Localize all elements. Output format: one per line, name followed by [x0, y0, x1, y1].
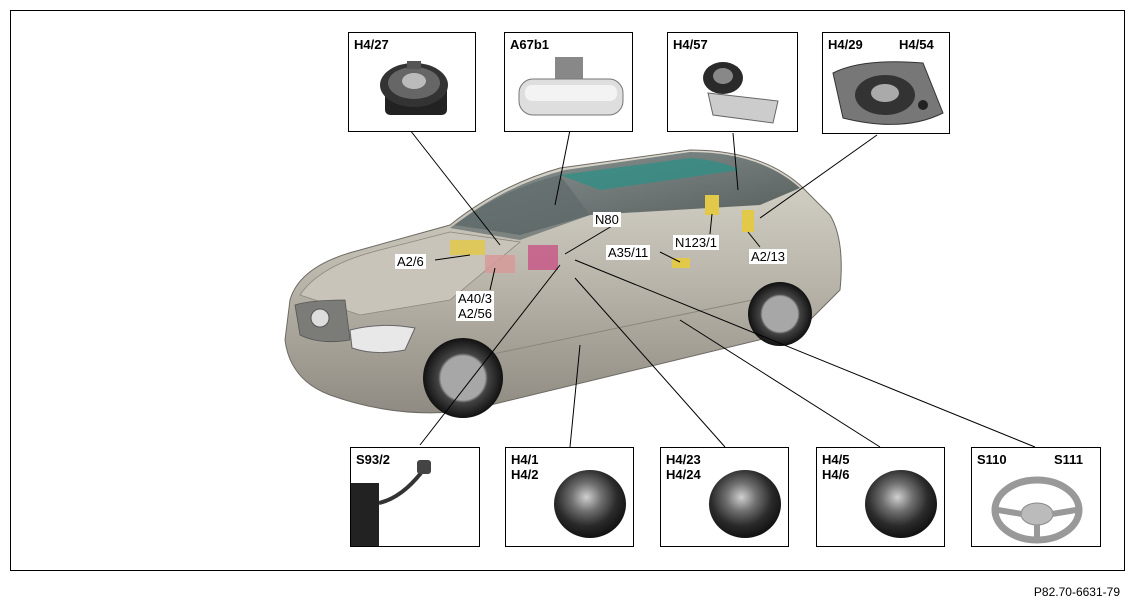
box-label: H4/57 — [673, 37, 708, 52]
box-h4-1-h4-2: H4/1 H4/2 — [505, 447, 634, 547]
tweeter-icon — [380, 61, 448, 115]
reference-code: P82.70-6631-79 — [1033, 585, 1120, 599]
box-label-1: H4/5 — [822, 452, 850, 467]
box-label-right: S111 — [1054, 452, 1083, 467]
box-a67b1: A67b1 — [504, 32, 633, 132]
box-h4-57: H4/57 — [667, 32, 798, 132]
woofer-icon — [865, 470, 937, 538]
box-s93-2: S93/2 — [350, 447, 480, 547]
box-label: H4/27 — [354, 37, 389, 52]
callout-a35-11: A35/11 — [606, 245, 651, 260]
callout-n123-1: N123/1 — [673, 235, 719, 250]
callout-a2-13: A2/13 — [749, 249, 787, 264]
car-body — [284, 149, 842, 418]
callout-a2-6: A2/6 — [395, 254, 426, 269]
box-label-left: H4/29 — [828, 37, 863, 52]
box-h4-29-h4-54: H4/29 H4/54 — [822, 32, 950, 134]
leader-lines — [409, 129, 1036, 448]
box-label: A67b1 — [510, 37, 550, 52]
speaker-bracket-icon — [703, 62, 779, 124]
woofer-icon — [709, 470, 781, 538]
box-h4-23-h4-24: H4/23 H4/24 — [660, 447, 789, 547]
box-label-2: H4/2 — [511, 467, 539, 482]
box-h4-5-h4-6: H4/5 H4/6 — [816, 447, 945, 547]
box-label: S93/2 — [356, 452, 390, 467]
steering-wheel-icon — [991, 476, 1083, 544]
door-speaker-icon — [832, 61, 944, 125]
box-label-left: S110 — [977, 452, 1007, 467]
callout-n80: N80 — [593, 212, 621, 227]
box-label-2: H4/6 — [822, 467, 850, 482]
box-s110-s111: S110 S111 — [971, 447, 1101, 547]
box-h4-27: H4/27 — [348, 32, 476, 132]
woofer-icon — [554, 470, 626, 538]
box-label-right: H4/54 — [899, 37, 934, 52]
stalk-switch-icon — [351, 460, 431, 546]
box-label-1: H4/23 — [666, 452, 701, 467]
box-label-2: H4/24 — [666, 467, 701, 482]
box-label-1: H4/1 — [511, 452, 539, 467]
callout-a40-3: A40/3 — [456, 291, 494, 306]
mirror-icon — [518, 57, 624, 116]
callout-a2-56: A2/56 — [456, 306, 494, 321]
